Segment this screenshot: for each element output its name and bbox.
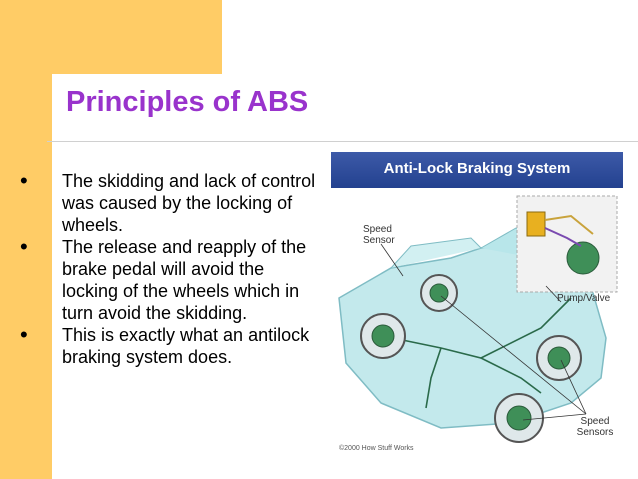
wheel-front-left: [494, 393, 544, 443]
bullet-text: The skidding and lack of control was cau…: [62, 171, 316, 235]
bullet-icon: •: [20, 322, 28, 347]
bullet-icon: •: [20, 168, 28, 193]
wheel-front-right: [536, 335, 582, 381]
bullet-text: This is exactly what an antilock braking…: [62, 325, 310, 367]
slide-title: Principles of ABS: [66, 86, 309, 118]
abs-diagram-figure: Anti-Lock Braking System: [331, 152, 623, 458]
label-speed-sensors: Speed Sensors: [576, 416, 614, 438]
pump-valve-inset: [516, 195, 618, 293]
bullet-item: • This is exactly what an antilock braki…: [20, 324, 320, 368]
brake-line: [480, 357, 542, 394]
leader-line: [440, 295, 587, 415]
wheel-rear-left: [360, 313, 406, 359]
bullet-list: • The skidding and lack of control was c…: [20, 170, 320, 368]
bullet-item: • The release and reapply of the brake p…: [20, 236, 320, 324]
truck-cab-shape: [390, 237, 482, 269]
wheel-rear-right: [420, 274, 458, 312]
figure-banner-title: Anti-Lock Braking System: [383, 160, 571, 177]
bullet-icon: •: [20, 234, 28, 259]
accent-bar-left: [0, 0, 52, 479]
bullet-text: The release and reapply of the brake ped…: [62, 237, 307, 323]
brake-line: [425, 347, 442, 409]
leader-line: [380, 243, 404, 277]
label-pump-valve: Pump/Valve: [557, 293, 611, 304]
title-divider: [47, 141, 638, 142]
leader-line: [545, 285, 562, 303]
translucent-truck-illustration: [338, 195, 618, 443]
leader-line: [522, 413, 587, 421]
figure-credit: ©2000 How Stuff Works: [339, 445, 414, 452]
bullet-item: • The skidding and lack of control was c…: [20, 170, 320, 236]
label-speed-sensor: Speed Sensor: [363, 224, 395, 246]
figure-banner: Anti-Lock Braking System: [331, 152, 623, 188]
leader-line: [560, 359, 587, 415]
